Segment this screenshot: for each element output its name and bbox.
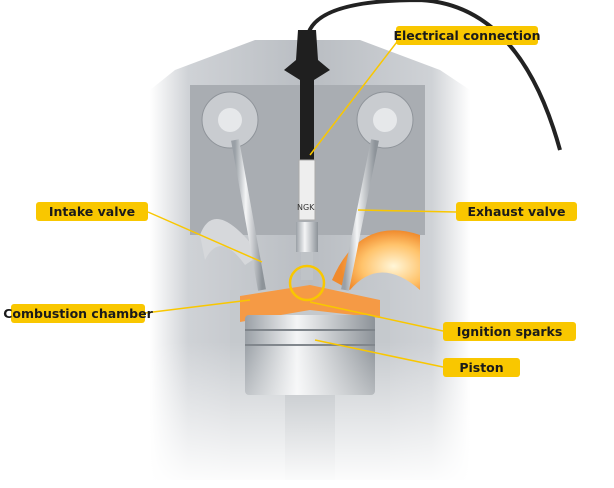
label-electrical-connection: Electrical connection	[393, 26, 541, 45]
label-combustion-chamber: Combustion chamber	[3, 304, 153, 323]
label-piston: Piston	[443, 358, 520, 377]
label-intake-valve: Intake valve	[36, 202, 148, 221]
label-exhaust-valve: Exhaust valve	[456, 202, 577, 221]
spark-plug-brand: NGK	[297, 203, 315, 212]
leader-lines	[144, 37, 457, 368]
label-ignition-sparks: Ignition sparks	[443, 322, 576, 341]
